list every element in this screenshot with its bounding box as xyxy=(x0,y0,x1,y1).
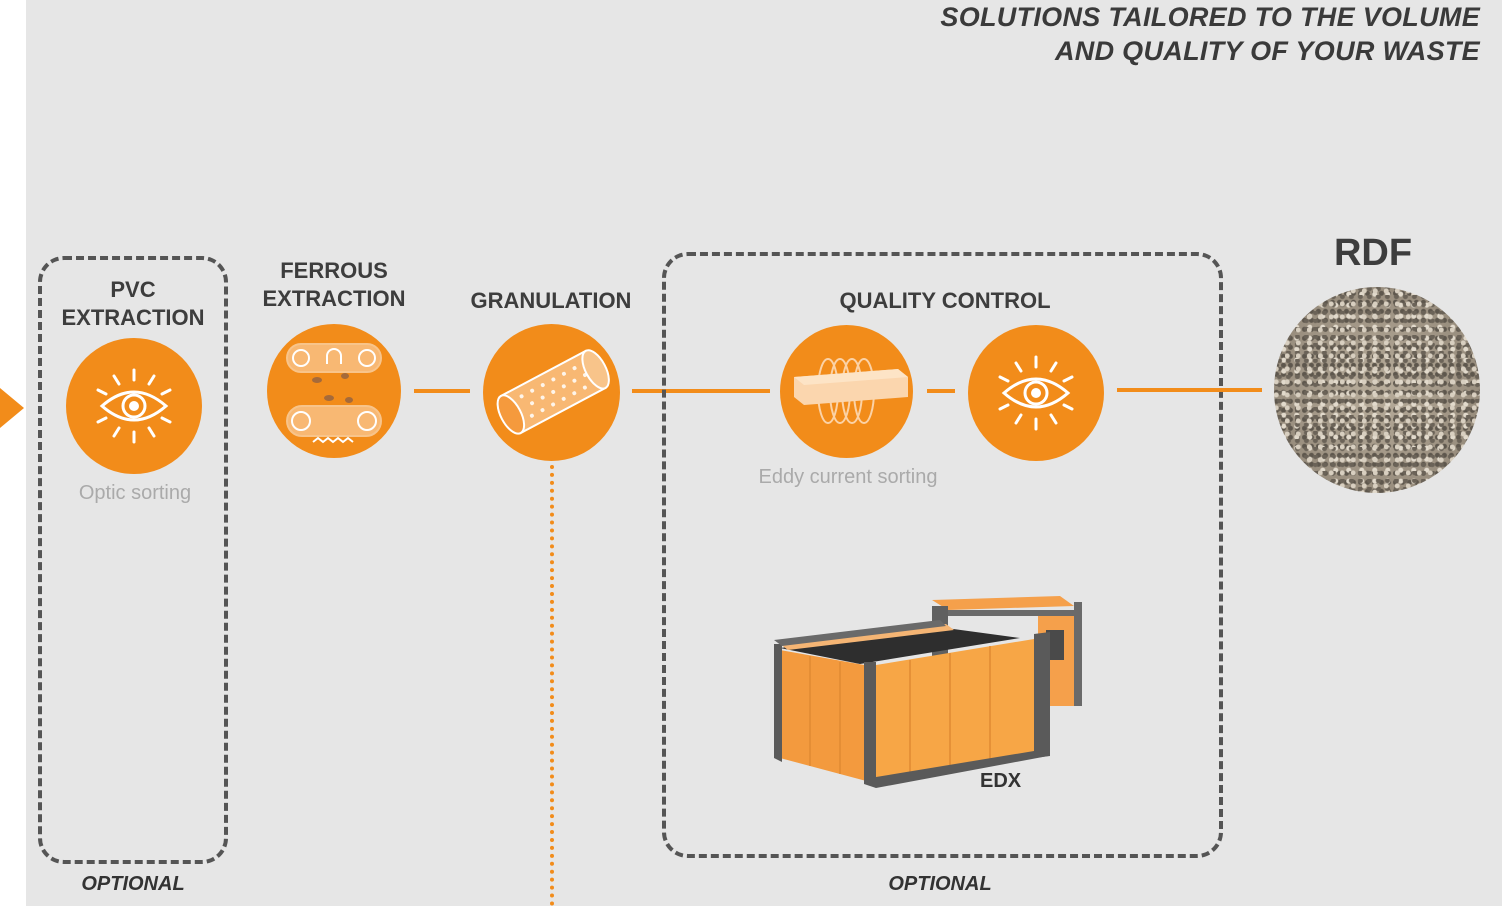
diagram-panel xyxy=(26,0,1502,906)
ferrous-title: FERROUS EXTRACTION xyxy=(244,257,424,313)
header-tagline: SOLUTIONS TAILORED TO THE VOLUME AND QUA… xyxy=(940,0,1480,68)
pvc-title: PVC EXTRACTION xyxy=(40,276,226,332)
eye-icon xyxy=(998,355,1074,431)
pvc-title-line-2: EXTRACTION xyxy=(61,305,205,330)
ferrous-title-line-1: FERROUS xyxy=(280,258,388,283)
granulation-step-circle xyxy=(483,324,620,461)
granulator-drum-icon xyxy=(496,349,610,435)
quality-optional-box xyxy=(662,252,1223,858)
quality-title: QUALITY CONTROL xyxy=(839,288,1051,313)
pvc-title-line-1: PVC xyxy=(110,277,156,302)
granulation-output-dotted-line xyxy=(550,465,554,906)
quality-subtitle: Eddy current sorting xyxy=(758,466,938,488)
pvc-step-circle xyxy=(66,338,202,474)
ferrous-title-line-2: EXTRACTION xyxy=(262,286,406,311)
connector-granulation-quality xyxy=(632,389,770,393)
flow-arrow-icon xyxy=(0,388,24,428)
pvc-optional-box xyxy=(38,256,228,864)
rdf-material-image xyxy=(1274,287,1480,493)
connector-eddy-quality-eye xyxy=(927,389,955,393)
header-line-2: AND QUALITY OF YOUR WASTE xyxy=(1054,36,1480,66)
edx-machine-illustration xyxy=(774,596,1082,788)
eddy-current-coil-icon xyxy=(794,358,908,424)
quality-optional-label: OPTIONAL xyxy=(888,873,992,895)
ferrous-step-circle xyxy=(267,324,401,458)
granulation-title: GRANULATION xyxy=(470,288,632,313)
header-line-1: SOLUTIONS TAILORED TO THE VOLUME xyxy=(940,2,1480,32)
eddy-current-step-circle xyxy=(780,325,913,458)
pvc-optional-label: OPTIONAL xyxy=(81,873,185,895)
connector-quality-rdf xyxy=(1117,388,1262,392)
edx-machine-label: EDX xyxy=(980,770,1022,792)
magnet-conveyor-icon xyxy=(286,343,382,444)
rdf-title: RDF xyxy=(1333,232,1413,274)
pvc-subtitle: Optic sorting xyxy=(78,482,192,504)
quality-eye-step-circle xyxy=(968,325,1104,461)
connector-ferrous-granulation xyxy=(414,389,470,393)
eye-icon xyxy=(96,368,172,444)
